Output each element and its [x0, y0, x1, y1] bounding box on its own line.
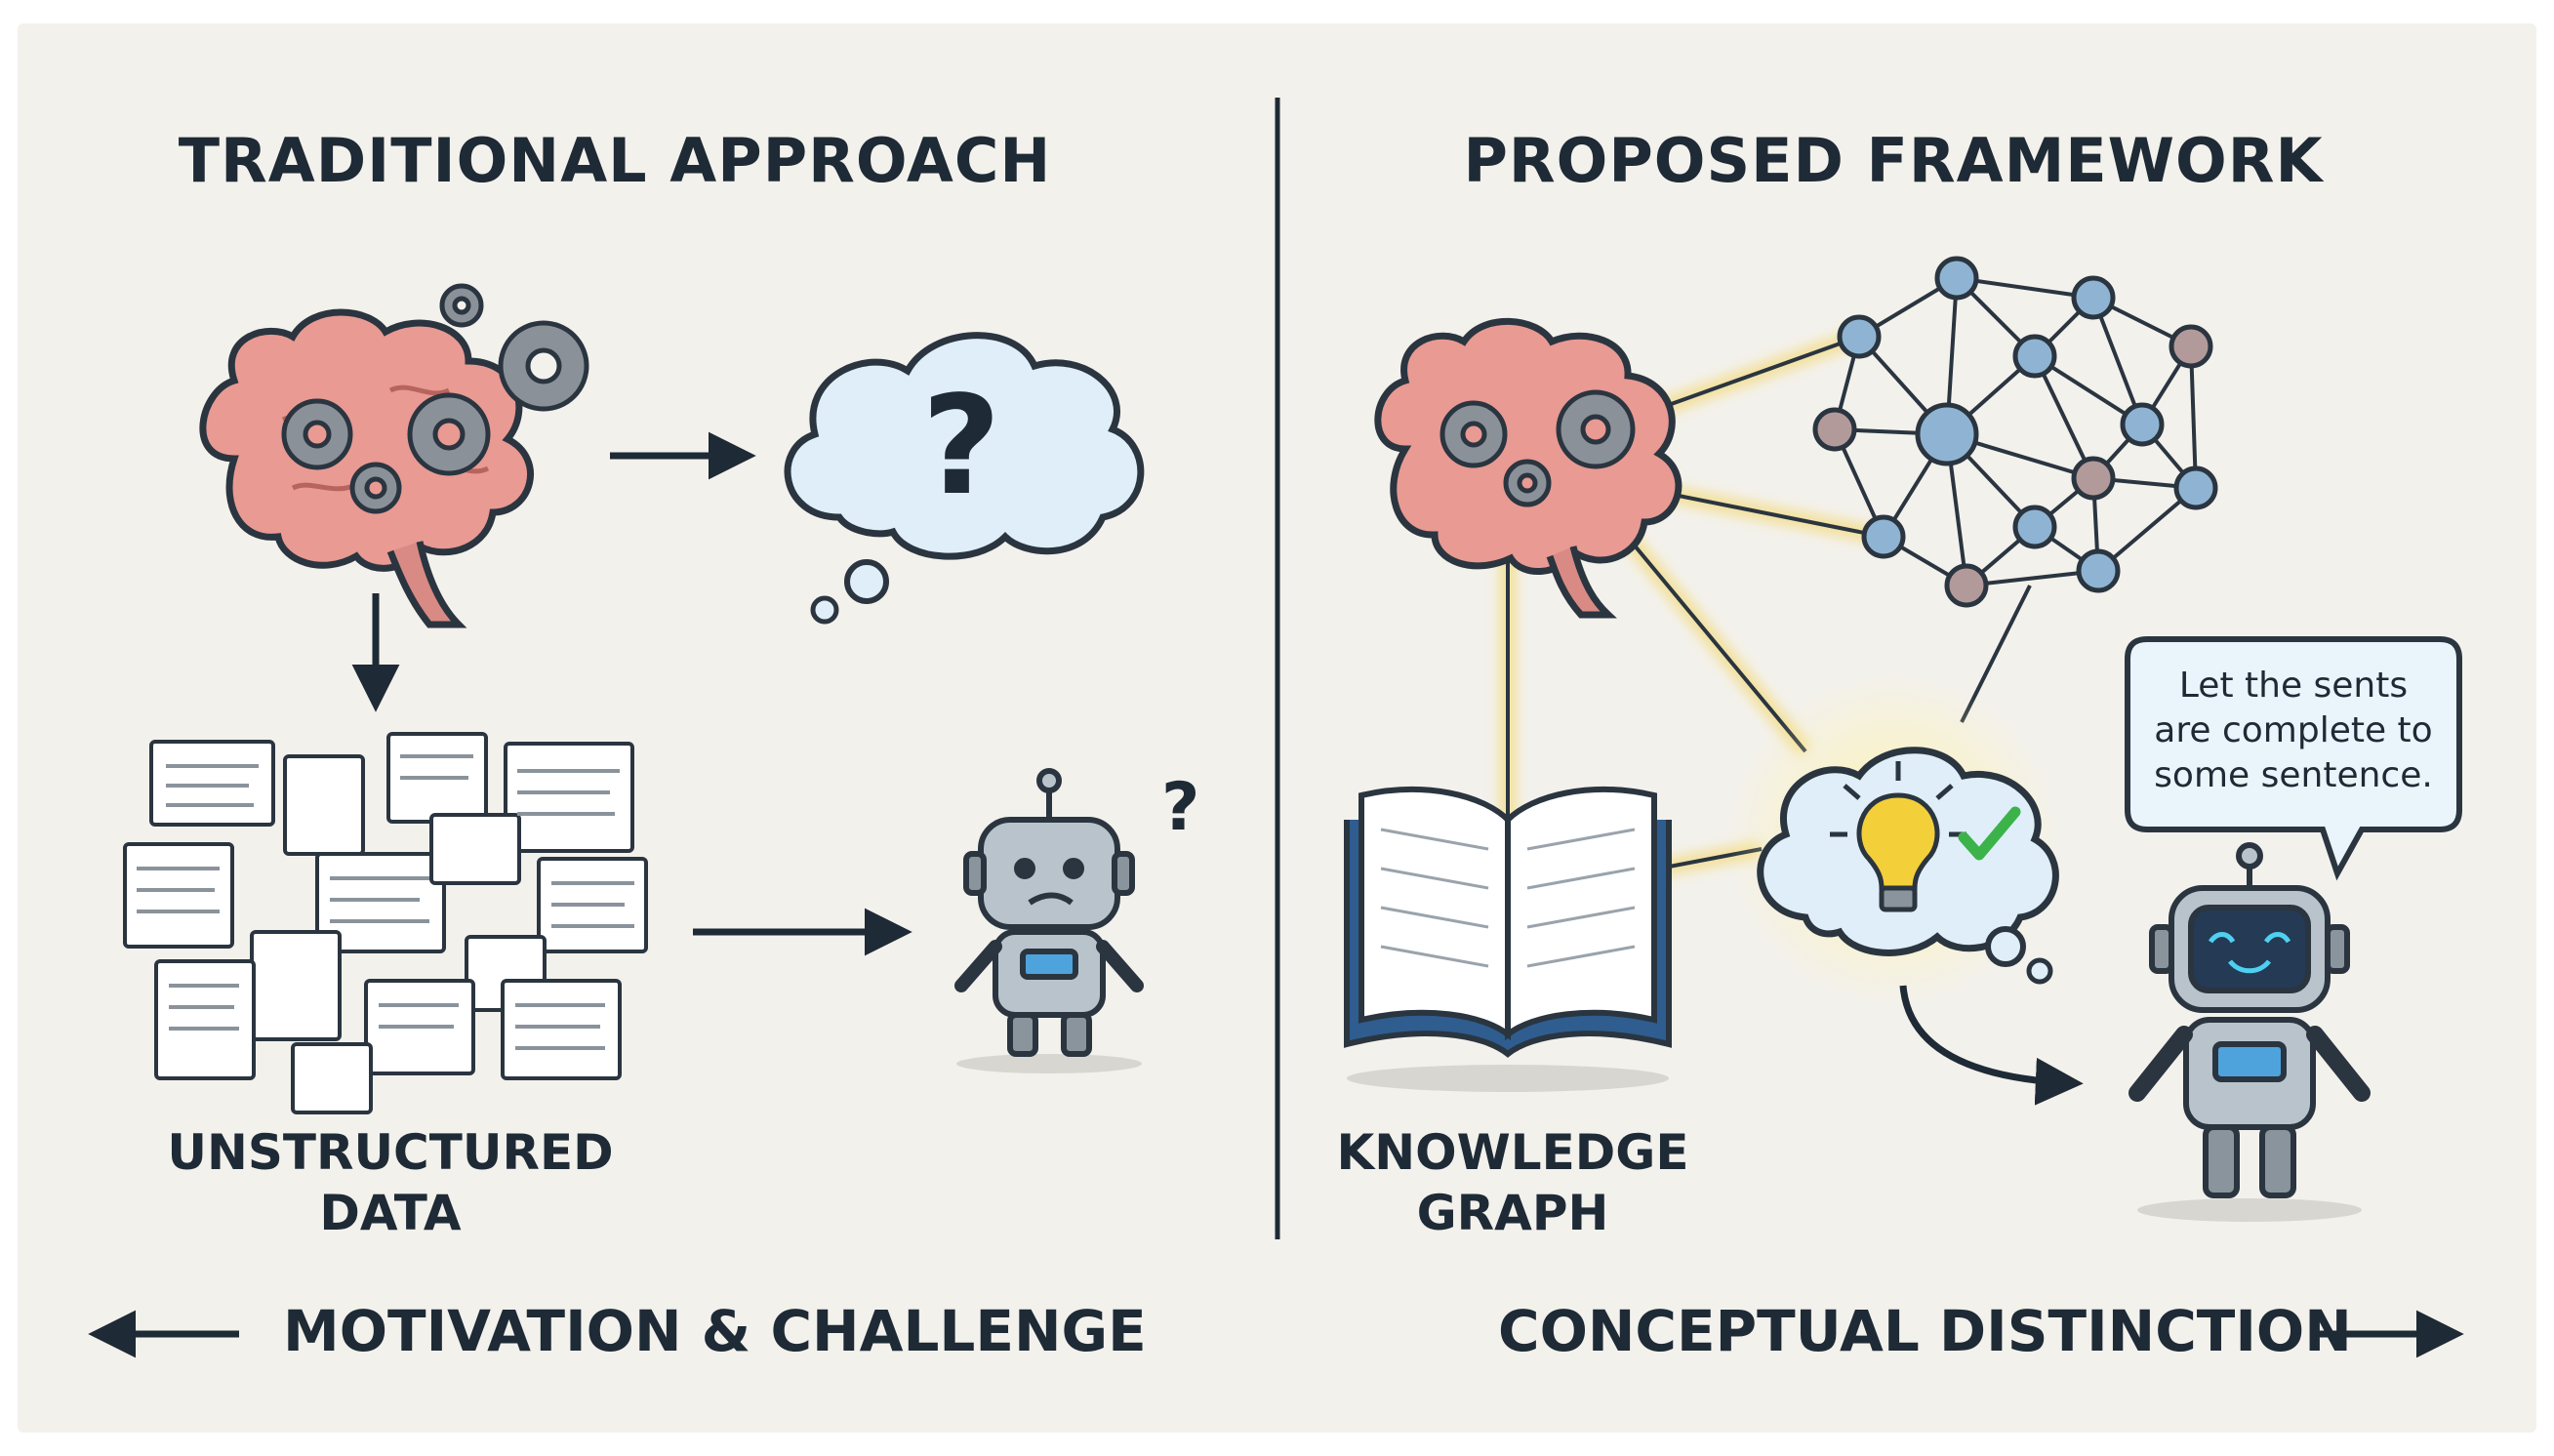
unstructured-data-label: UNSTRUCTURED DATA — [146, 1122, 634, 1243]
left-heading: TRADITIONAL APPROACH — [178, 125, 1052, 196]
knowledge-graph-line-1: KNOWLEDGE — [1336, 1124, 1689, 1181]
lightbulb-icon — [1830, 761, 1966, 912]
robot-happy-icon — [2128, 842, 2371, 1222]
speech-bubble-icon — [2125, 636, 2462, 881]
speech-line-1: Let the sents — [2178, 666, 2409, 706]
knowledge-graph-label: KNOWLEDGE GRAPH — [1269, 1122, 1757, 1243]
speech-line-3: some sentence. — [2154, 755, 2433, 795]
knowledge-graph-line-2: GRAPH — [1416, 1185, 1609, 1241]
svg-text:?: ? — [1161, 769, 1199, 846]
question-cloud-icon: ? — [784, 332, 1145, 625]
robot-confused-icon: ? — [954, 768, 1199, 1073]
left-footer: MOTIVATION & CHALLENGE — [283, 1298, 1147, 1364]
book-icon — [1344, 787, 1672, 1092]
network-graph-icon — [1812, 256, 2218, 608]
unstructured-data-line-2: DATA — [319, 1185, 462, 1241]
gear-icon — [1439, 389, 1636, 507]
checkmark-icon — [1958, 806, 2021, 861]
brain-icon — [1374, 317, 1682, 619]
brain-icon — [199, 308, 535, 628]
right-heading: PROPOSED FRAMEWORK — [1463, 125, 2324, 196]
speech-line-2: are complete to — [2154, 710, 2433, 750]
unstructured-data-line-1: UNSTRUCTURED — [167, 1124, 614, 1181]
svg-text:?: ? — [921, 367, 1000, 526]
gear-icon — [281, 283, 589, 514]
right-footer: CONCEPTUAL DISTINCTION — [1498, 1298, 2352, 1364]
speech-bubble-text: Let the sents are complete to some sente… — [2128, 664, 2459, 798]
curved-arrow-icon — [1899, 985, 2084, 1106]
document-lines — [137, 754, 634, 1050]
